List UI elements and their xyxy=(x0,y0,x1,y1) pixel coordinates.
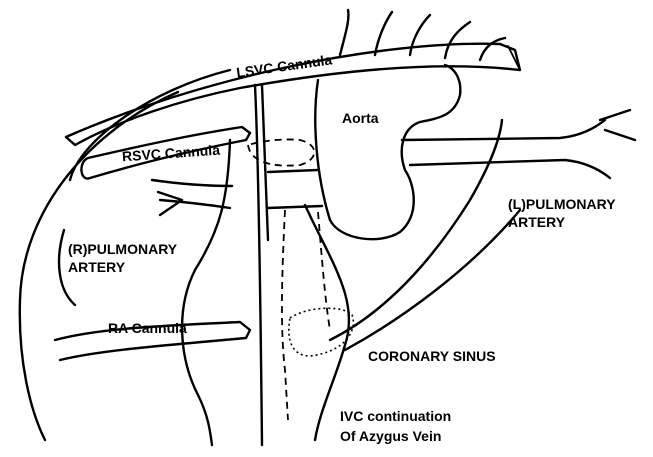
dashed-tunnel-left xyxy=(282,210,288,420)
ivc-right-wall xyxy=(330,120,502,340)
left-pulmonary-artery xyxy=(402,110,635,178)
ivc-label-2: Of Azygus Vein xyxy=(340,428,441,445)
right-pulmonary-artery xyxy=(152,180,232,215)
r-pulmonary-artery-label-2: ARTERY xyxy=(68,259,125,276)
r-pulmonary-artery-label-1: (R)PULMONARY xyxy=(68,241,177,258)
l-pulmonary-artery-label-2: ARTERY xyxy=(508,214,565,231)
ivc-label-1: IVC continuation xyxy=(340,408,451,425)
svc-left-wall xyxy=(255,85,262,445)
coronary-sinus-label: CORONARY SINUS xyxy=(368,348,496,365)
aorta xyxy=(315,65,460,239)
lateral-wall xyxy=(345,210,520,350)
l-pulmonary-artery-label-1: (L)PULMONARY xyxy=(508,196,616,213)
aorta-label: Aorta xyxy=(342,110,379,127)
coronary-sinus-wall xyxy=(305,205,349,440)
central-connection xyxy=(268,170,322,208)
ra-cannula-label: RA Cannula xyxy=(108,320,187,337)
dashed-tunnel-right xyxy=(318,212,330,330)
